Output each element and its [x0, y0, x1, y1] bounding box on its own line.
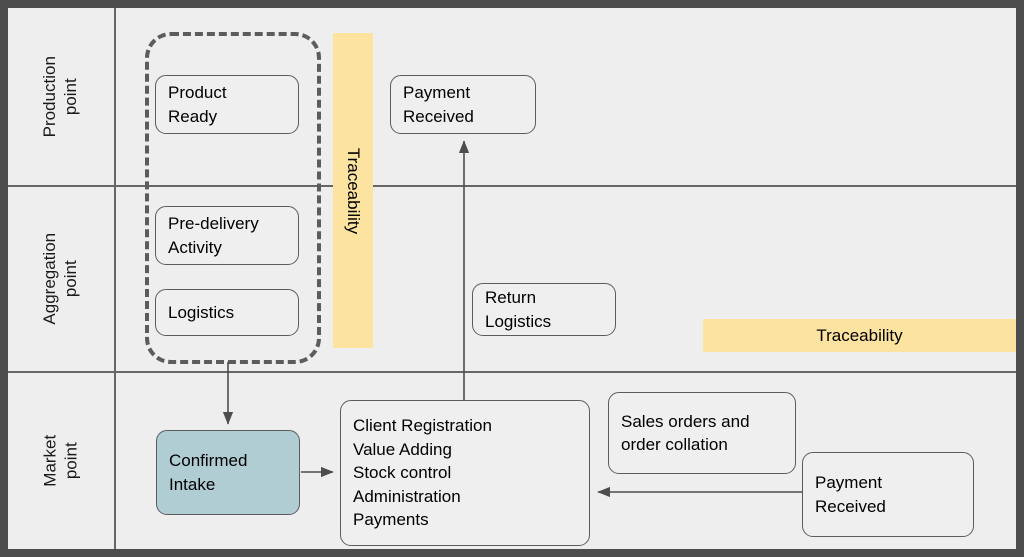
traceability-horizontal-bar: Traceability — [703, 319, 1016, 352]
traceability-horizontal-label: Traceability — [816, 325, 903, 345]
node-payment-received-top[interactable]: Payment Received — [390, 75, 536, 134]
lane-label-market: Market point — [8, 373, 114, 549]
lane-label-aggregation-text: Aggregation point — [40, 233, 80, 325]
node-logistics[interactable]: Logistics — [155, 289, 299, 336]
node-sales-orders[interactable]: Sales orders and order collation — [608, 392, 796, 474]
lane-label-production-text: Production point — [40, 55, 80, 138]
lane-label-market-text: Market point — [40, 435, 80, 487]
node-confirmed-intake[interactable]: Confirmed Intake — [156, 430, 300, 515]
traceability-vertical-bar: Traceability — [333, 33, 373, 348]
lane-label-aggregation: Aggregation point — [8, 187, 114, 371]
traceability-vertical-label: Traceability — [344, 147, 364, 234]
lane-label-production: Production point — [8, 8, 114, 185]
node-return-logistics[interactable]: Return Logistics — [472, 283, 616, 336]
lane-label-column-divider — [114, 8, 116, 549]
lane-divider-aggregation-market — [8, 371, 1016, 373]
node-pre-delivery-activity[interactable]: Pre-delivery Activity — [155, 206, 299, 265]
node-product-ready[interactable]: Product Ready — [155, 75, 299, 134]
node-client-operations[interactable]: Client Registration Value Adding Stock c… — [340, 400, 590, 546]
lane-divider-production-aggregation — [8, 185, 1016, 187]
node-payment-received-bottom[interactable]: Payment Received — [802, 452, 974, 537]
dashed-group-container — [145, 32, 321, 364]
